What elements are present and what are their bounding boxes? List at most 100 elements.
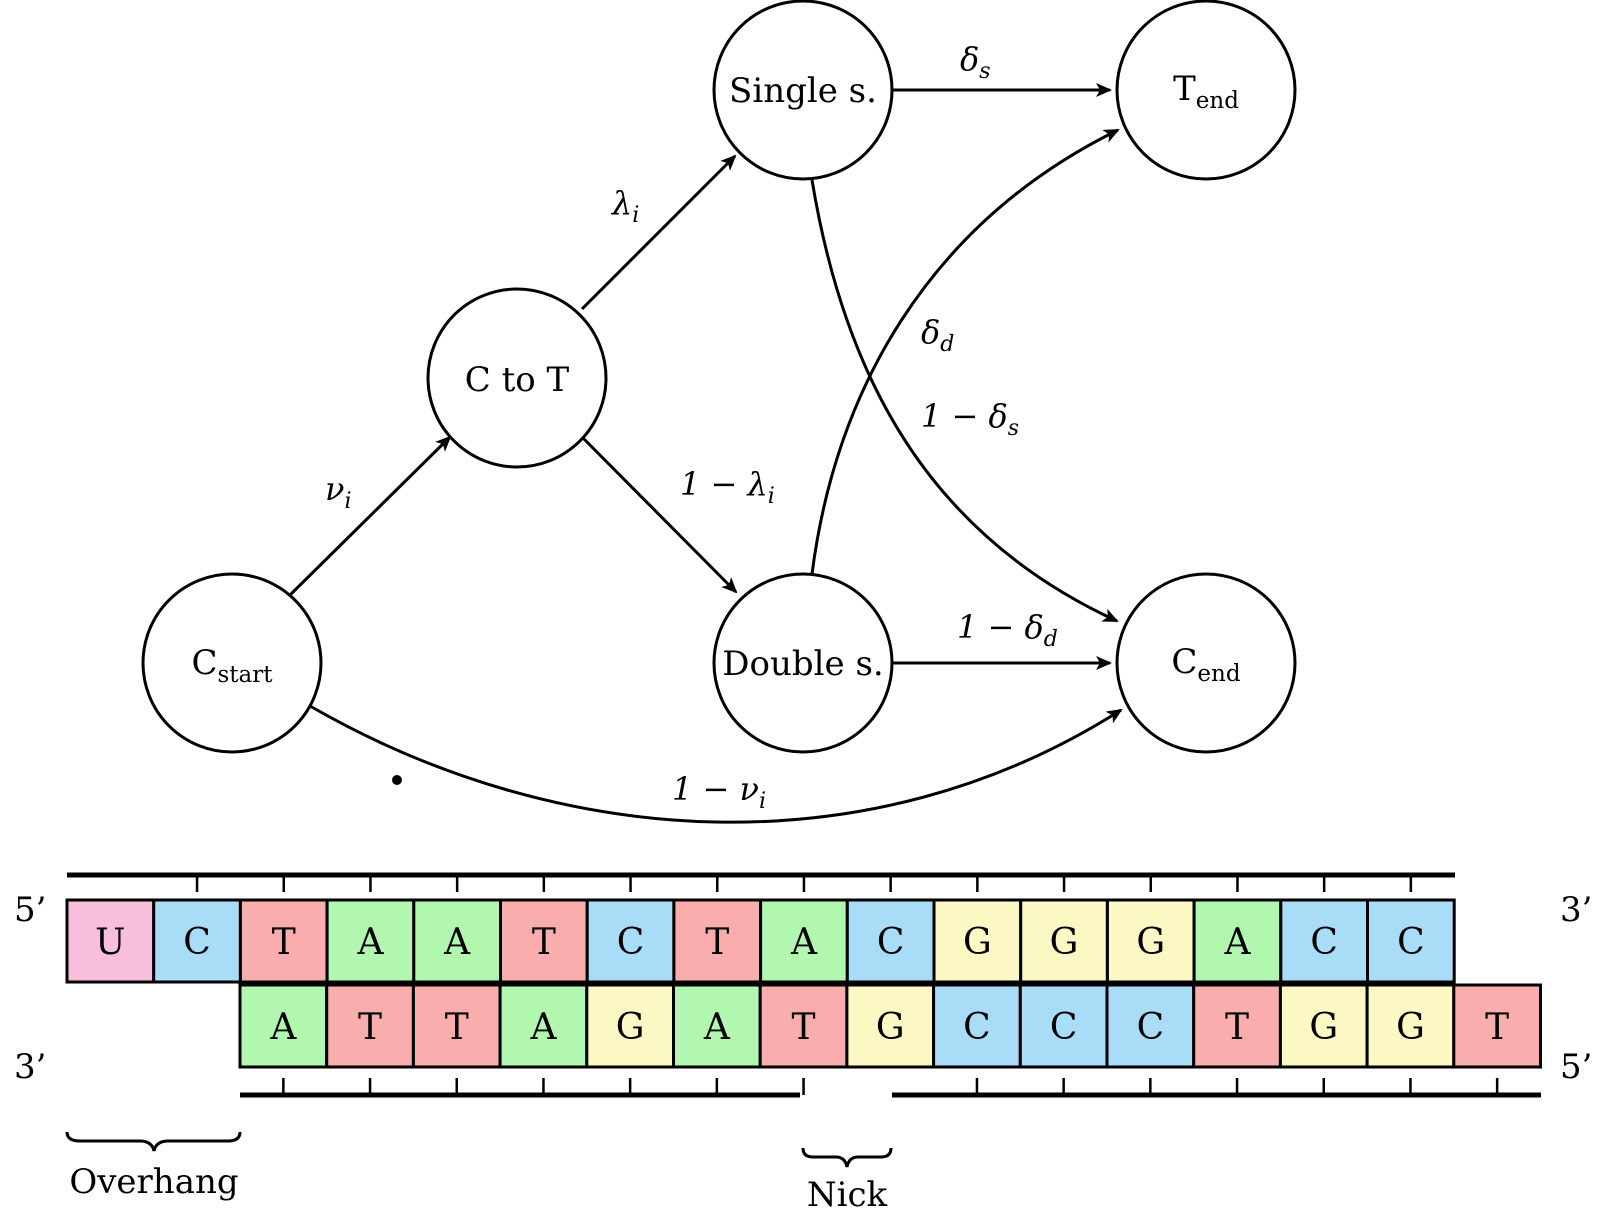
bottom-strand-base-letter: G xyxy=(1309,1007,1338,1048)
node-single-label: Single s. xyxy=(729,71,877,111)
top-strand-base-letter: C xyxy=(1310,922,1338,963)
top-strand-base-box xyxy=(499,898,589,984)
bottom-strand-base-letter: T xyxy=(445,1007,469,1048)
top-strand-base-letter: G xyxy=(1136,922,1165,963)
edge-ctot-to-single xyxy=(580,154,737,311)
node-c-start-circle xyxy=(141,572,323,754)
edge-single-to-cend xyxy=(810,179,1119,623)
bottom-strand-base-box xyxy=(1365,983,1456,1069)
top-strand-base-box xyxy=(152,898,242,984)
bottom-strand-left-end: 3’ xyxy=(14,1047,46,1087)
top-strand-base-box xyxy=(672,898,763,984)
bottom-strand-base-letter: T xyxy=(1225,1007,1249,1048)
top-strand-base-letter: C xyxy=(617,922,645,963)
edge-cstart-to-ctot xyxy=(288,435,452,597)
top-strand-base-letter: A xyxy=(356,922,384,963)
top-strand-base-box xyxy=(845,898,936,984)
bottom-strand-base-box xyxy=(1018,983,1109,1069)
bottom-strand-base-box xyxy=(238,983,329,1069)
top-strand-base-letter: A xyxy=(443,922,471,963)
bottom-strand-base-letter: T xyxy=(1485,1007,1509,1048)
bottom-strand-base-box xyxy=(672,983,762,1069)
edge-label-nu: νi xyxy=(325,470,352,514)
node-c-to-t-circle xyxy=(426,287,608,469)
overhang-label: Overhang xyxy=(69,1162,238,1202)
top-strand-base-letter: T xyxy=(272,922,296,963)
node-t-end-circle xyxy=(1115,0,1297,181)
edge-label-one-minus-delta-s: 1 − δs xyxy=(921,397,1019,441)
node-double-label: Double s. xyxy=(722,644,883,684)
top-strand-base-letter: A xyxy=(790,922,818,963)
top-strand-base-box xyxy=(65,898,156,984)
dna-section: U C T A A T C T A C G G G A C C A T T A G A T G C C C T G G T 5’ 3’ 3… xyxy=(14,872,1592,1212)
bottom-strand-right-end: 5’ xyxy=(1560,1047,1592,1087)
top-strand-base-letter: T xyxy=(532,922,556,963)
node-t-end-label: Tend xyxy=(1173,69,1239,114)
top-strand-base-box xyxy=(412,898,502,984)
edge-double-to-tend xyxy=(810,128,1120,575)
nick-label: Nick xyxy=(807,1175,888,1212)
edge-label-delta-s: δs xyxy=(960,40,991,84)
edge-label-one-minus-nu: 1 − νi xyxy=(672,770,766,814)
bottom-strand-base-letter: A xyxy=(529,1007,557,1048)
node-c-to-t-label: C to T xyxy=(465,360,570,400)
node-c-start-label: Cstart xyxy=(191,643,273,688)
bottom-strand-base-box xyxy=(585,983,675,1069)
bottom-strand-base-letter: C xyxy=(1050,1007,1078,1048)
top-strand-base-letter: C xyxy=(877,922,905,963)
top-strand-base-letter: T xyxy=(705,922,729,963)
bottom-strand-base-letter: G xyxy=(876,1007,905,1048)
stray-dot xyxy=(392,775,402,785)
bottom-strand-base-letter: G xyxy=(616,1007,645,1048)
top-strand-base-letter: G xyxy=(1050,922,1079,963)
nick-brace xyxy=(801,1147,893,1168)
top-strand-base-box xyxy=(238,898,329,984)
top-strand-base-letter: C xyxy=(183,922,211,963)
top-strand-base-box xyxy=(759,898,849,984)
top-strand-base-letter: C xyxy=(1397,922,1425,963)
node-c-end-label: Cend xyxy=(1171,642,1240,687)
top-strand-left-end: 5’ xyxy=(14,890,46,930)
bottom-strand-base-letter: T xyxy=(792,1007,816,1048)
top-strand-right-end: 3’ xyxy=(1560,890,1592,930)
bottom-strand-base-letter: C xyxy=(1137,1007,1165,1048)
top-strand-base-box xyxy=(585,898,676,984)
edge-label-one-minus-delta-d: 1 − δd xyxy=(957,608,1058,652)
bottom-strand-base-box xyxy=(325,983,415,1069)
bottom-strand-base-box xyxy=(758,983,849,1069)
bottom-strand-base-letter: T xyxy=(358,1007,382,1048)
edge-label-lambda: λi xyxy=(610,184,639,228)
edge-ctot-to-double xyxy=(580,435,738,594)
edge-cstart-to-cend xyxy=(309,704,1123,824)
bottom-strand-base-box xyxy=(1452,983,1543,1069)
node-double-circle xyxy=(712,572,894,754)
top-strand-base-box xyxy=(325,898,416,984)
overhang-brace xyxy=(65,1131,242,1152)
bottom-strand-base-letter: G xyxy=(1396,1007,1425,1048)
bottom-strand-base-box xyxy=(1278,983,1369,1069)
bottom-strand-base-box xyxy=(932,983,1022,1069)
top-strand-base-box xyxy=(1279,898,1370,984)
bottom-strand-base-box xyxy=(845,983,936,1069)
bottom-strand-base-letter: A xyxy=(269,1007,297,1048)
top-strand-base-box xyxy=(1105,898,1196,984)
edges xyxy=(288,83,1123,824)
bottom-strand-base-box xyxy=(1192,983,1282,1069)
bottom-strand-base-letter: A xyxy=(703,1007,731,1048)
edge-label-one-minus-lambda: 1 − λi xyxy=(680,465,775,509)
nodes xyxy=(141,0,1297,754)
edge-label-delta-d: δd xyxy=(921,313,954,357)
node-single-circle xyxy=(712,0,894,181)
top-strand-base-letter: U xyxy=(95,922,125,963)
top-strand-base-letter: A xyxy=(1223,922,1251,963)
top-strand-base-box xyxy=(1366,898,1456,984)
backbone-ticks xyxy=(195,875,1499,1095)
top-strand-base-box xyxy=(1019,898,1109,984)
top-strand-base-letter: G xyxy=(963,922,992,963)
bottom-strand-base-box xyxy=(1105,983,1196,1069)
node-c-end-circle xyxy=(1115,572,1297,754)
bottom-strand-base-letter: C xyxy=(963,1007,991,1048)
